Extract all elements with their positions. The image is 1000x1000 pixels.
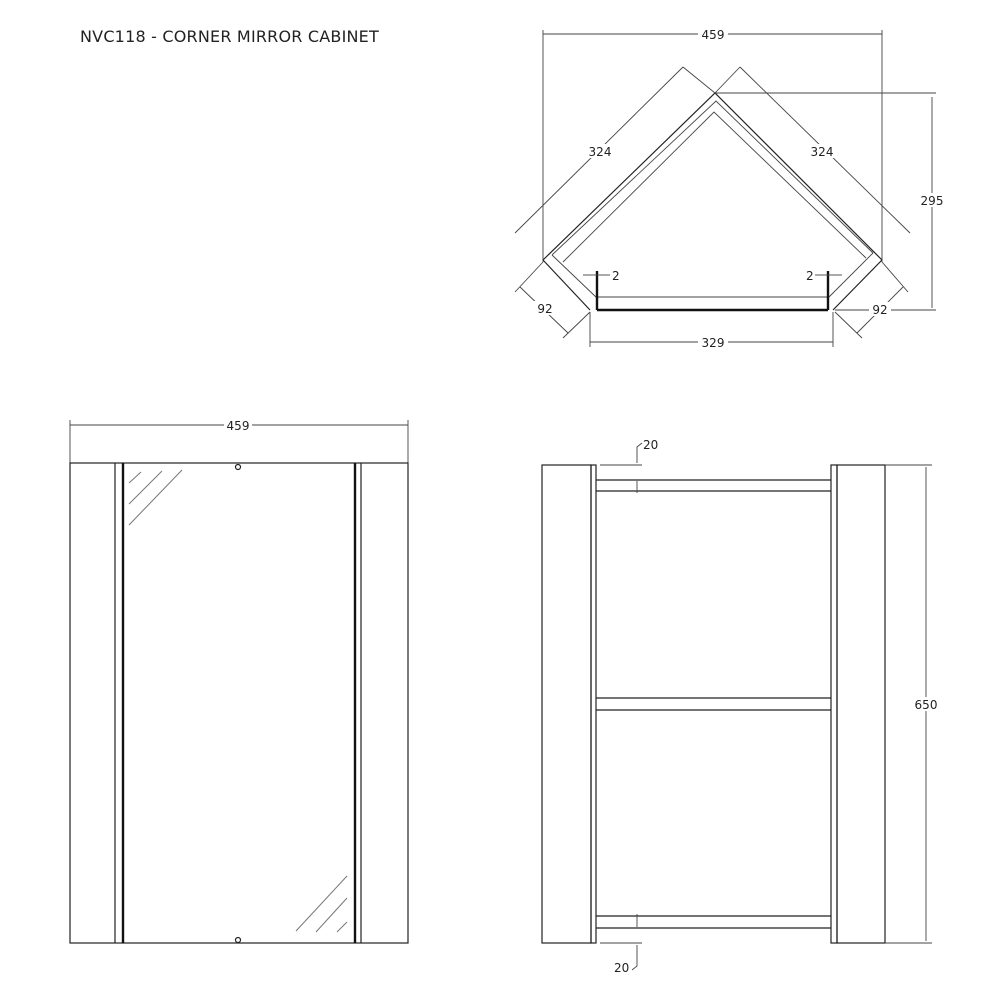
front-width-label: 459 xyxy=(227,419,250,433)
left-side-length-label: 324 xyxy=(589,145,612,159)
left-end-width-label: 92 xyxy=(537,302,552,316)
right-side-length-label: 324 xyxy=(811,145,834,159)
height-label: 650 xyxy=(915,698,938,712)
section-view: 650 20 20 xyxy=(541,438,942,975)
cabinet-outline xyxy=(69,462,409,944)
right-gap-label: 2 xyxy=(806,269,814,283)
plan-width-label: 459 xyxy=(702,28,725,42)
bottom-shelf-offset-label: 20 xyxy=(614,961,629,975)
left-gap-label: 2 xyxy=(612,269,620,283)
drawing-title: NVC118 - CORNER MIRROR CABINET xyxy=(80,27,379,46)
right-end-width-label: 92 xyxy=(872,303,887,317)
door-width-label: 329 xyxy=(702,336,725,350)
top-shelf-offset-label: 20 xyxy=(643,438,658,452)
plan-view: 459 2 2 324 xyxy=(514,27,946,350)
front-view: 459 xyxy=(69,418,409,944)
hinge-bottom xyxy=(234,936,242,944)
plan-outer-edge xyxy=(542,92,883,261)
mirror-reflection-hatch xyxy=(128,469,348,933)
depth-label: 295 xyxy=(921,194,944,208)
hinge-top xyxy=(234,463,242,471)
